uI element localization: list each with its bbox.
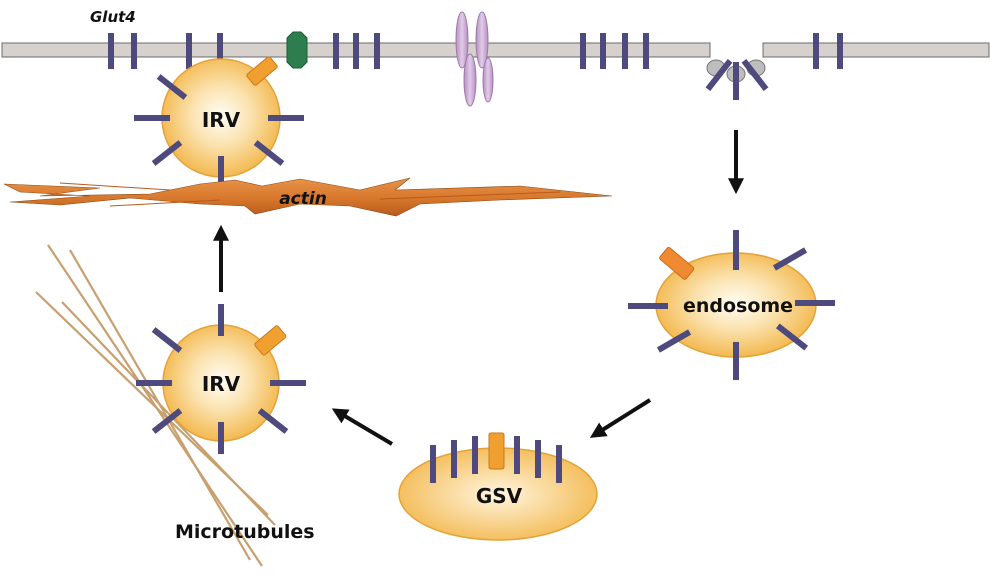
- glut4-icon: [333, 33, 339, 69]
- microtubules: [35, 244, 276, 567]
- glut4-icon: [270, 380, 306, 386]
- gsv-vesicle: GSV: [398, 432, 598, 541]
- glut4-icon: [253, 140, 285, 166]
- glut4-icon: [151, 327, 183, 353]
- glut4-icon: [514, 436, 520, 474]
- irv-bottom-label: IRV: [202, 372, 241, 396]
- lavender-protein-icon: [455, 11, 494, 107]
- glut4-icon: [151, 408, 183, 434]
- glut4-icon: [628, 303, 668, 309]
- orange-marker-icon: [254, 325, 287, 356]
- glut4-icon: [257, 408, 289, 434]
- glut4-icon: [580, 33, 586, 69]
- endosome-label: endosome: [683, 295, 793, 317]
- arrow-icon-gsv-to-irv: [331, 408, 394, 446]
- membrane-segment-right: [762, 42, 990, 58]
- glut4-icon: [268, 115, 304, 121]
- microtubules-label: Microtubules: [175, 521, 315, 543]
- glut4-icon: [472, 436, 478, 474]
- glut4-icon: [556, 445, 562, 483]
- glut4-icon: [134, 115, 170, 121]
- glut4-icon: [156, 74, 188, 100]
- glut4-icon: [430, 445, 436, 483]
- glut4-icon: [837, 33, 843, 69]
- membrane-glut4-group: [108, 33, 843, 69]
- microtubule-filament: [61, 301, 276, 526]
- glut4-icon: [218, 422, 224, 454]
- endosome-vesicle: endosome: [628, 230, 835, 380]
- irv-top-label: IRV: [202, 108, 241, 132]
- glut4-icon: [151, 140, 183, 166]
- glut4-icon: [217, 33, 223, 69]
- glut4-icon: [622, 33, 628, 69]
- glut4-icon: [186, 33, 192, 69]
- glut4-icon: [108, 33, 114, 69]
- irv-vesicle-top: IRV: [134, 56, 304, 186]
- arrows: [213, 130, 744, 446]
- glut4-icon: [705, 58, 733, 92]
- glut4-icon: [600, 33, 606, 69]
- gsv-label: GSV: [476, 484, 523, 508]
- glut4-icon: [733, 230, 739, 270]
- glut4-icon: [813, 33, 819, 69]
- glut4-icon: [451, 440, 457, 478]
- actin-filament: actin: [3, 177, 613, 217]
- glut4-icon: [218, 304, 224, 336]
- arrow-icon-endosome-to-gsv: [589, 398, 652, 438]
- glut4-icon: [775, 323, 809, 351]
- glut4-icon: [733, 342, 739, 380]
- glut4-icon: [218, 156, 224, 186]
- glut4-icon: [131, 33, 137, 69]
- glut4-icon: [795, 300, 835, 306]
- glut4-icon: [741, 58, 769, 92]
- orange-marker-icon: [659, 247, 695, 280]
- glut4-icon: [136, 380, 172, 386]
- actin-label: actin: [279, 189, 327, 209]
- glut4-icon: [772, 247, 808, 271]
- clathrin-pit-icon: [705, 58, 769, 100]
- glut4-icon: [535, 440, 541, 478]
- green-channel-icon: [286, 31, 308, 69]
- irv-vesicle-bottom: IRV: [136, 304, 306, 454]
- glut4-icon: [374, 33, 380, 69]
- orange-marker-icon: [246, 56, 278, 86]
- orange-marker-icon: [488, 432, 505, 470]
- glut4-icon: [643, 33, 649, 69]
- glut4-icon: [656, 329, 692, 353]
- glut4-icon: [353, 33, 359, 69]
- glut4-icon: [733, 62, 739, 100]
- glut4-label: Glut4: [90, 8, 136, 26]
